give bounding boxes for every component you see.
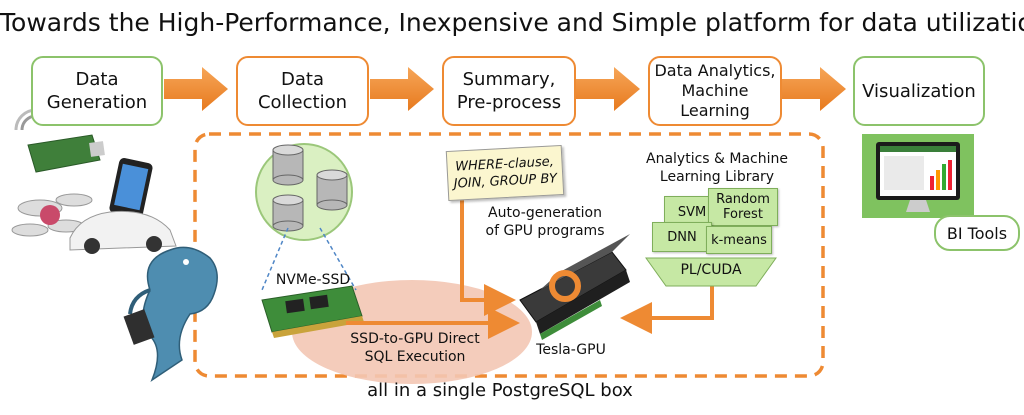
library-item-dnn: DNN <box>652 222 712 252</box>
step-label: Data Generation <box>46 69 148 113</box>
nvme-ssd-label: NVMe-SSD <box>275 272 351 288</box>
elephant-mascot-icon <box>123 246 218 382</box>
plcuda-shape <box>645 257 777 287</box>
pipeline-arrow <box>370 67 434 111</box>
step-label: Visualization <box>862 80 976 102</box>
gpu-card-icon <box>519 234 630 340</box>
diagram-title: Towards the High-Performance, Inexpensiv… <box>0 8 1024 37</box>
plcuda-arrow <box>620 278 714 334</box>
pipeline-arrow <box>164 67 228 111</box>
library-item-k-means: k-means <box>706 226 772 254</box>
database-cylinders-icon <box>255 143 357 291</box>
step-visualization: Visualization <box>853 56 985 126</box>
smartphone-icon <box>109 158 153 218</box>
ssd-card-icon <box>261 285 364 338</box>
autogen-label: Auto-generation of GPU programs <box>485 205 605 239</box>
step-label: Summary, Pre-process <box>456 69 562 113</box>
monitor-dashboard-icon <box>862 134 974 218</box>
postgresql-box-caption: all in a single PostgreSQL box <box>367 380 633 401</box>
plcuda-label: PL/CUDA <box>680 262 742 278</box>
tesla-gpu-label: Tesla-GPU <box>536 342 606 358</box>
step-summary-preprocess: Summary, Pre-process <box>442 56 576 126</box>
step-data-collection: Data Collection <box>236 56 369 126</box>
bi-tools-badge: BI Tools <box>934 215 1020 251</box>
library-title: Analytics & Machine Learning Library <box>646 151 788 185</box>
library-item-random-forest: Random Forest <box>708 188 778 226</box>
pipeline-arrow <box>576 67 640 111</box>
car-icon <box>69 210 177 254</box>
drone-icon <box>11 193 93 237</box>
pipeline-arrow <box>782 67 846 111</box>
step-data-analytics: Data Analytics, Machine Learning <box>648 56 782 126</box>
step-data-generation: Data Generation <box>31 56 163 126</box>
autogen-arrow <box>460 196 516 316</box>
direct-exec-label: SSD-to-GPU Direct SQL Execution <box>350 331 480 365</box>
step-label: Data Collection <box>257 69 348 113</box>
step-label: Data Analytics, Machine Learning <box>654 61 776 120</box>
where-clause-note: WHERE-clause, JOIN, GROUP BY <box>445 144 565 202</box>
